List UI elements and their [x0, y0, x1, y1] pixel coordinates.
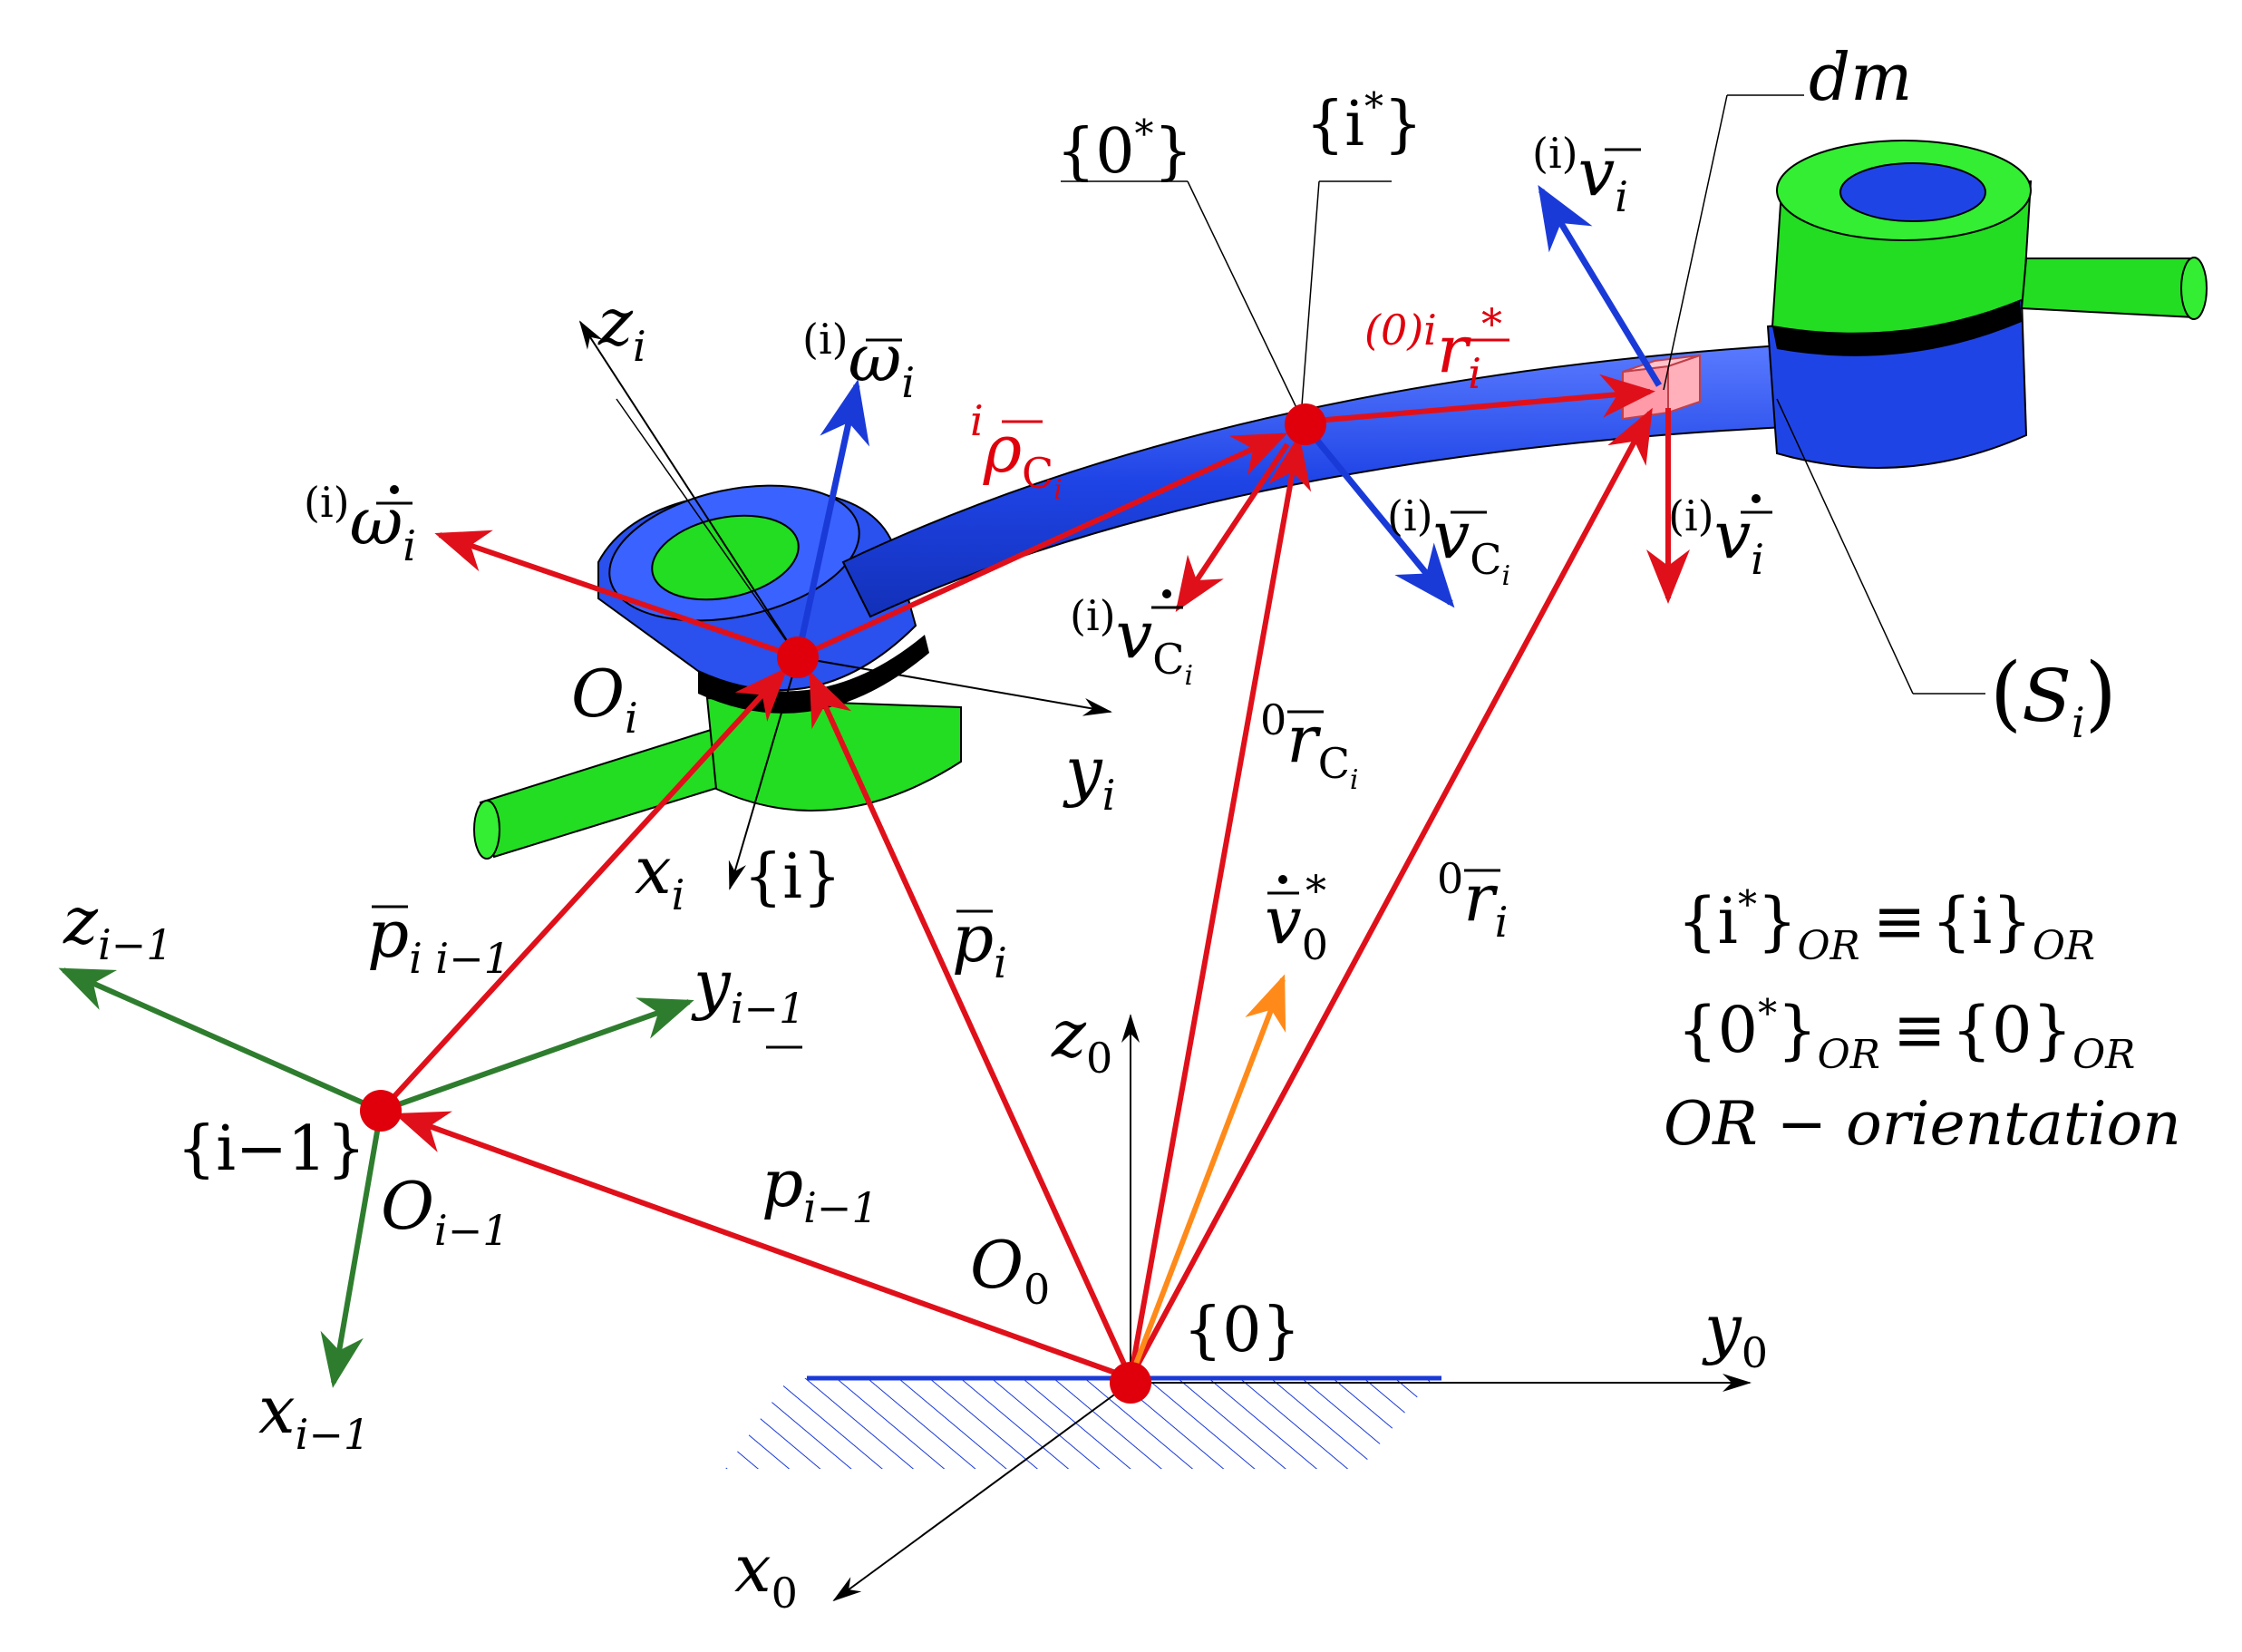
- x-prev-label: xi−1: [258, 1372, 370, 1459]
- label-r-Ci: 0rCi: [1260, 695, 1359, 796]
- xi-label: xi: [635, 832, 684, 919]
- leader-Si: [1776, 398, 1914, 695]
- left-shaft-end: [473, 800, 500, 860]
- note-line3: OR − orientation: [1664, 1089, 2181, 1159]
- joint-right-bore: [1839, 162, 1986, 222]
- label-omega: (i)ωi: [802, 315, 915, 407]
- leader-0star: [1187, 180, 1302, 418]
- right-shaft-end: [2180, 257, 2208, 320]
- label-p-i: pi: [952, 900, 1007, 987]
- label-r-i: 0ri: [1437, 854, 1508, 947]
- frame-i-label: {i}: [743, 841, 841, 913]
- vec-v-i: [1538, 185, 1662, 387]
- label-body-Si: (Si): [1990, 646, 2117, 747]
- vec-p-ii1: [383, 666, 789, 1109]
- right-shaft: [2020, 258, 2195, 319]
- leader-dm: [1663, 94, 1728, 391]
- leader-istar: [1300, 180, 1320, 418]
- z0-label: z0: [1051, 996, 1112, 1083]
- label-p-ii1: pi i−1: [367, 896, 510, 983]
- frame-prev-label: {i−1}: [177, 1113, 366, 1185]
- z-prev-axis: [58, 967, 383, 1113]
- label-r-star: (0)iri*: [1364, 299, 1502, 398]
- vec-v-Ci-dot: [1175, 442, 1290, 612]
- y0-label: y0: [1702, 1290, 1768, 1377]
- label-v-Ci-dot: (i)vCi: [1070, 591, 1193, 692]
- ground: [725, 1375, 1441, 1469]
- joint-i-bore: [651, 514, 800, 601]
- label-p-prev: pi−1: [762, 1145, 878, 1232]
- vec-r-i: [1128, 407, 1653, 1380]
- origin-O0-label: O0: [970, 1227, 1050, 1314]
- vec-r-Ci: [1128, 434, 1312, 1379]
- frame-0star-label: {0*}: [1056, 112, 1193, 188]
- zi-axis-line: [616, 398, 799, 658]
- label-v-Ci: (i)vCi: [1387, 491, 1510, 592]
- origin-Oi-label: Oi: [571, 656, 638, 743]
- x0-label: x0: [734, 1531, 798, 1618]
- origin-Ci-dot: [1285, 403, 1326, 445]
- red-notation-marks: [1002, 338, 1509, 423]
- position-vectors: [383, 374, 1690, 1381]
- label-omega-dot: (i)ωi: [304, 478, 416, 570]
- y-prev-label: yi−1: [691, 946, 805, 1033]
- y-prev-axis: [380, 997, 694, 1113]
- left-shaft: [479, 724, 745, 859]
- vec-omega: [794, 379, 870, 658]
- zi-label: zi: [597, 284, 646, 371]
- note-line1: {i*}OR≡{i}OR: [1677, 882, 2095, 969]
- label-rho-Ci: iρCi: [970, 396, 1063, 506]
- ground-hatch: [725, 1378, 1432, 1469]
- origin-O0-dot: [1110, 1362, 1151, 1404]
- velocity-vectors: [794, 185, 1662, 1380]
- vec-omega-dot: [434, 530, 799, 660]
- link-body: [473, 140, 2208, 860]
- leader-lines: [616, 94, 1985, 695]
- zi-axis: [578, 320, 799, 658]
- label-v-i-dot: (i)vi: [1668, 491, 1764, 584]
- frame-istar-label: {i*}: [1305, 84, 1422, 160]
- vec-rho-Ci: [796, 432, 1288, 660]
- z-prev-label: zi−1: [63, 882, 172, 969]
- vec-p-i: [809, 670, 1133, 1380]
- origin-Oprev-dot: [360, 1090, 402, 1132]
- notation-marks: [372, 148, 1772, 1049]
- vec-r-star: [1305, 374, 1655, 424]
- prev-frame-axes: [58, 967, 694, 1388]
- joint-right-ring: [1772, 299, 2022, 356]
- vec-p-prev: [393, 1111, 1132, 1381]
- label-v0-dot: v0*: [1265, 866, 1328, 969]
- derivative-dots: [390, 485, 1761, 884]
- base-frame-axes: [832, 1014, 1752, 1602]
- yi-axis: [797, 656, 1112, 716]
- joint-i-lower-collar: [705, 696, 962, 811]
- x-prev-axis: [320, 1110, 383, 1388]
- vec-v-Ci: [1303, 423, 1455, 608]
- note-line2: {0*}OR≡{0}OR: [1677, 991, 2135, 1078]
- vec-v0-dot: [1128, 974, 1286, 1380]
- label-v-i: (i)vi: [1532, 129, 1628, 221]
- yi-label: yi: [1063, 733, 1115, 820]
- label-dm: dm: [1809, 39, 1912, 115]
- origin-Oprev-label: Oi−1: [381, 1168, 510, 1255]
- x0-axis: [832, 1382, 1131, 1602]
- origin-Oi-dot: [777, 637, 819, 678]
- frame-0-label: {0}: [1183, 1295, 1301, 1366]
